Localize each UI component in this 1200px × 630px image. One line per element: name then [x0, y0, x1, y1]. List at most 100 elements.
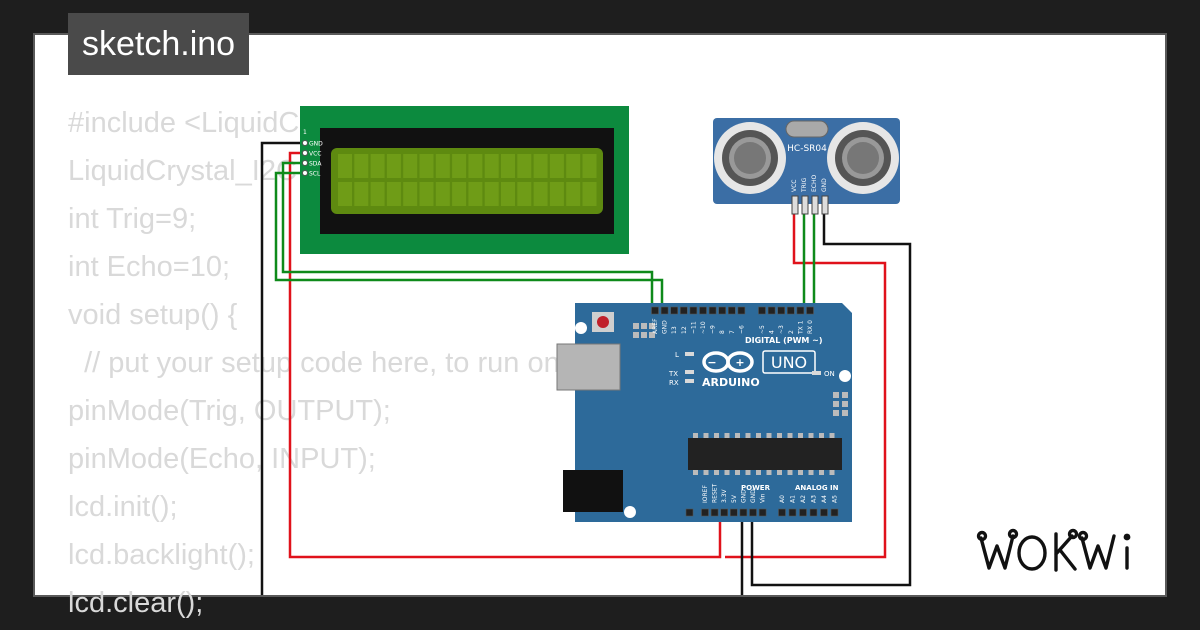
chip-leg [714, 470, 719, 475]
chip-leg [756, 433, 761, 438]
analog-pin-label: A5 [832, 495, 839, 503]
lcd-char-cell [386, 182, 401, 206]
lcd-char-cell [484, 154, 499, 178]
digital-pin[interactable] [679, 306, 688, 315]
lcd-char-cell [354, 154, 369, 178]
digital-pin[interactable] [660, 306, 669, 315]
chip-leg [777, 470, 782, 475]
chip-leg [819, 433, 824, 438]
chip-leg [735, 470, 740, 475]
code-line: lcd.backlight(); [68, 539, 255, 571]
wire-lcd-gnd [260, 141, 303, 595]
chip-leg [703, 433, 709, 438]
sensor-pin-label: ECHO [811, 175, 818, 192]
sensor-pin-label: GND [821, 178, 828, 192]
lcd-pin-label: SDA [309, 161, 322, 168]
digital-pin[interactable] [670, 306, 679, 315]
lcd-pin-label: SCL [309, 171, 321, 178]
digital-pin-label: 2 [788, 330, 795, 334]
sensor-transducer-left [714, 122, 786, 194]
sensor-pin-vcc[interactable] [791, 195, 799, 215]
digital-pin[interactable] [651, 306, 659, 315]
lcd-char-cell [468, 154, 483, 178]
power-pin[interactable] [749, 508, 757, 517]
chip-leg [819, 470, 824, 475]
digital-pin[interactable] [767, 306, 776, 315]
wire-lcd-scl [274, 171, 664, 312]
digital-pin[interactable] [689, 306, 698, 315]
lcd-pin-sda[interactable] [302, 160, 308, 166]
digital-pin[interactable] [699, 306, 707, 315]
analog-pin[interactable] [799, 508, 807, 517]
icsp-pin [633, 323, 639, 329]
analog-pin[interactable] [830, 508, 839, 517]
digital-pin[interactable] [796, 306, 805, 315]
digital-pin[interactable] [708, 306, 717, 315]
lcd-char-cell [370, 154, 385, 178]
digital-pin[interactable] [737, 306, 746, 315]
power-jack [563, 470, 623, 512]
analog-pin-label: A4 [821, 495, 828, 503]
power-pin[interactable] [710, 508, 719, 517]
icsp-pin [833, 401, 839, 407]
lcd-pin-gnd[interactable] [302, 140, 308, 146]
digital-pin[interactable] [806, 306, 814, 315]
power-pin-label: 5V [731, 494, 738, 503]
chip-leg [693, 470, 698, 475]
digital-pin-label: ~11 [690, 321, 697, 334]
led-tx-label: TX [668, 370, 678, 378]
sketch-filename-tab[interactable]: sketch.ino [68, 13, 250, 75]
lcd-char-cell [452, 154, 467, 178]
analog-pin[interactable] [788, 508, 797, 517]
digital-pin-label: TX 1 [797, 320, 804, 335]
sensor-pin-label: TRIG [801, 177, 808, 193]
reset-button[interactable] [597, 316, 609, 328]
lcd-char-cell [338, 182, 352, 206]
led-l [685, 352, 694, 356]
led-l-label: L [675, 351, 679, 359]
digital-pin[interactable] [786, 306, 795, 315]
power-pin-label: Vin [760, 493, 767, 503]
digital-pin[interactable] [718, 306, 727, 315]
power-pin[interactable] [720, 508, 729, 517]
analog-pin[interactable] [820, 508, 828, 517]
lcd-char-cell [549, 154, 564, 178]
chip-leg [724, 433, 730, 438]
chip-leg [798, 433, 803, 438]
sensor-pin-trig[interactable] [801, 195, 809, 215]
analog-pin[interactable] [809, 508, 818, 517]
arduino-uno-board[interactable]: − + ARDUINO UNO DIGITAL (PWM ~) POWER AN… [556, 303, 852, 522]
digital-pin[interactable] [758, 306, 766, 315]
lcd-pin-scl[interactable] [302, 170, 308, 176]
power-pin-label: RESET [712, 483, 719, 503]
code-line: pinMode(Echo, INPUT); [68, 443, 376, 475]
power-pin[interactable] [758, 508, 767, 517]
power-pin[interactable] [701, 508, 709, 517]
chip-leg [735, 433, 740, 438]
digital-pin-label: 13 [671, 326, 678, 334]
chip-leg [766, 433, 772, 438]
power-pin[interactable] [739, 508, 748, 517]
digital-pin[interactable] [777, 306, 786, 315]
led-tx [685, 370, 694, 374]
power-header-label: POWER [741, 484, 771, 492]
wires [260, 141, 912, 595]
digital-pin[interactable] [727, 306, 736, 315]
icsp-pin [649, 332, 655, 338]
analog-pin[interactable] [778, 508, 786, 517]
sensor-pin-gnd[interactable] [821, 195, 829, 215]
power-pin-nc [685, 508, 694, 517]
icsp-header-top [633, 323, 655, 338]
icsp-pin [842, 401, 848, 407]
power-pin-label: GND [740, 489, 747, 503]
lcd-pin-vcc[interactable] [302, 150, 308, 156]
power-pin[interactable] [729, 508, 738, 517]
sensor-pin-echo[interactable] [811, 195, 819, 215]
